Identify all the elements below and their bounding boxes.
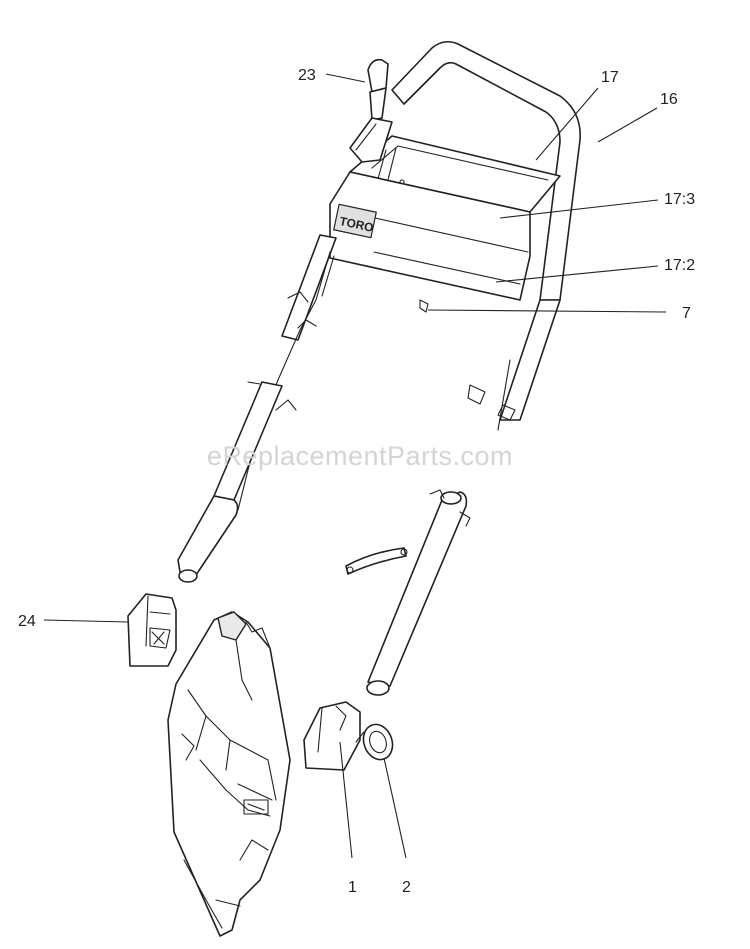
callout-17-3: 17:3: [664, 191, 695, 208]
spring-clip: [345, 547, 408, 575]
watermark: eReplacementParts.com: [207, 441, 513, 471]
control-panel: TORO: [329, 135, 561, 301]
shift-lever: [349, 58, 393, 163]
handle-knob: [355, 723, 394, 761]
right-handle-bracket: [303, 701, 361, 771]
callout-1: 1: [348, 879, 357, 896]
callout-16: 16: [660, 91, 678, 108]
callout-17: 17: [601, 69, 619, 86]
leader-lines: [43, 73, 667, 859]
callout-23: 23: [298, 67, 316, 84]
callout-7: 7: [682, 305, 691, 322]
left-handle-bracket: [127, 593, 177, 667]
callout-17-2: 17:2: [664, 257, 695, 274]
left-lower-handle: [177, 234, 337, 583]
callout-2: 2: [402, 879, 411, 896]
right-lower-handle: [366, 489, 471, 696]
callout-labels: 23 17 16 17:3 17:2 7 24 1 2: [18, 67, 695, 896]
upper-handle: [391, 40, 581, 431]
deck-housing: [167, 611, 291, 937]
callout-24: 24: [18, 613, 36, 630]
fastener: [419, 299, 429, 313]
